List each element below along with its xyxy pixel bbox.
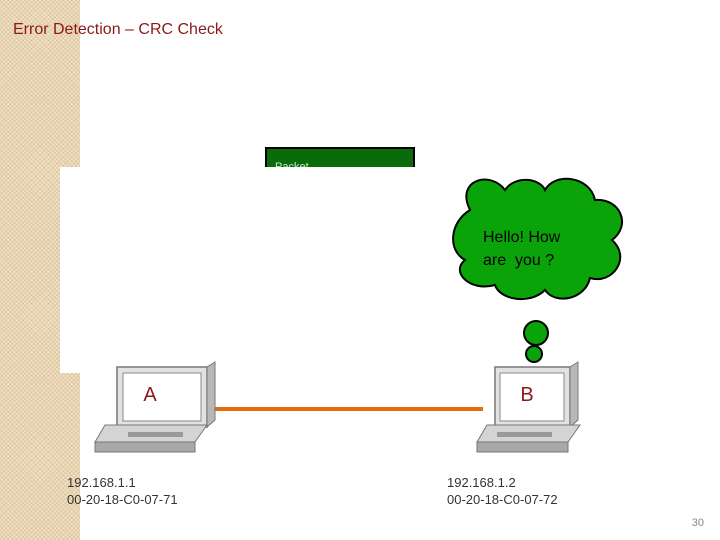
host-a-mac: 00-20-18-C0-07-71 [67,492,178,507]
thought-bubble [452,177,624,363]
computer-a-icon [94,361,216,453]
bubble-dot-large [523,320,549,346]
computer-b-icon [476,361,581,453]
page-number: 30 [691,517,704,529]
host-a-address: 192.168.1.1 00-20-18-C0-07-71 [67,474,178,508]
host-b-mac: 00-20-18-C0-07-72 [447,492,558,507]
host-a-ip: 192.168.1.1 [67,475,136,490]
host-b-label: B [520,384,534,406]
host-b-address: 192.168.1.2 00-20-18-C0-07-72 [447,474,558,508]
white-panel [60,167,480,373]
slide-title: Error Detection – CRC Check [13,21,223,38]
bubble-line-2: are you ? [483,252,555,269]
host-b-ip: 192.168.1.2 [447,475,516,490]
host-a-label: A [143,384,157,406]
bubble-line-1: Hello! How [483,229,561,246]
bubble-dot-small [525,345,543,363]
bubble-message: Hello! How are you ? [483,226,593,272]
